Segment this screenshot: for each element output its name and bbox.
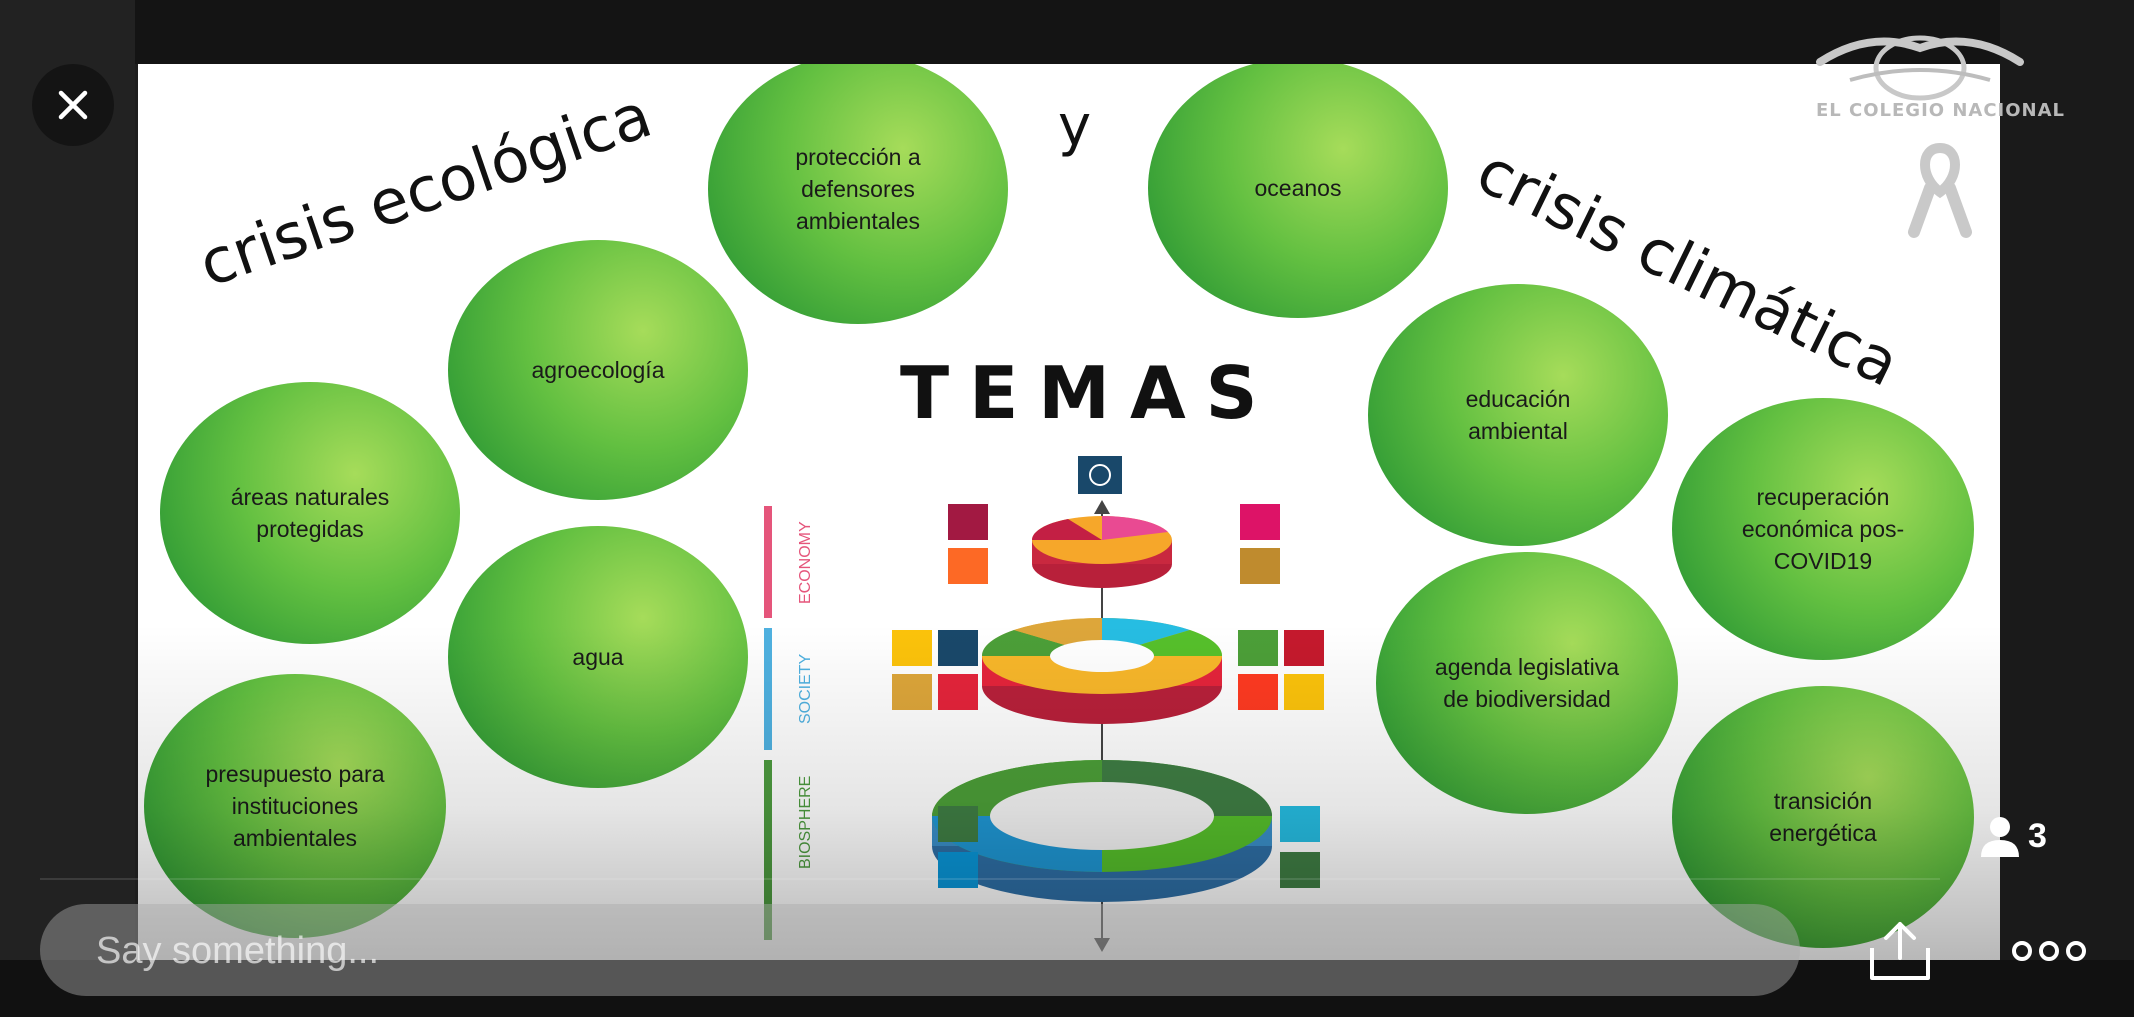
sdg-icon-16 [938, 630, 978, 666]
sdg-icon-7 [892, 630, 932, 666]
comment-input[interactable] [94, 926, 1738, 976]
sdg-icon-5 [1238, 674, 1278, 710]
layer-label-economy: ECONOMY [797, 521, 814, 604]
society-layer [981, 617, 1223, 724]
biosphere-bar [764, 760, 772, 940]
topic-label: transición energética [1769, 788, 1877, 846]
awareness-ribbon-icon [1908, 142, 1972, 238]
sdg-icon-12 [1240, 548, 1280, 584]
connector-word: y [1058, 94, 1092, 159]
sdg-icon-6 [1280, 806, 1320, 842]
topic-label: presupuesto para instituciones ambiental… [205, 761, 385, 851]
sdg-icon-15 [938, 806, 978, 842]
topic-bubble-transicion: transición energética [1672, 686, 1974, 948]
topic-bubble-agenda: agenda legislativa de biodiversidad [1376, 552, 1678, 814]
biosphere-layer [932, 760, 1272, 902]
topic-bubble-oceanos: oceanos [1148, 64, 1448, 318]
axis-arrow-up-icon [1094, 500, 1110, 514]
topic-label: protección a defensores ambientales [795, 144, 921, 234]
topic-bubble-presupuesto: presupuesto para instituciones ambiental… [144, 674, 446, 938]
topic-bubble-agroecologia: agroecología [448, 240, 748, 500]
presentation-slide: crisis ecológica y crisis climática prot… [138, 64, 2000, 960]
viewer-count-number: 3 [2028, 816, 2047, 855]
sdg-icon-11 [1284, 674, 1324, 710]
sdg-icon-13 [1280, 852, 1320, 888]
top-edge [0, 0, 2134, 64]
close-icon [58, 90, 88, 120]
controls-divider [40, 878, 1940, 880]
topic-label: educación ambiental [1465, 386, 1571, 444]
economy-bar [764, 506, 772, 618]
sdg-icon-14 [938, 852, 978, 888]
close-button[interactable] [32, 64, 114, 146]
right-edge [2000, 0, 2134, 1017]
topic-label: agua [572, 644, 624, 670]
topic-bubble-areas-naturales: áreas naturales protegidas [160, 382, 460, 644]
left-edge [0, 0, 135, 1017]
center-title: TEMAS [900, 351, 1278, 435]
logo-text: EL COLEGIO NACIONAL [1816, 100, 2066, 121]
viewer-count: 3 [1978, 808, 2047, 864]
person-icon [1981, 817, 2019, 857]
topic-label: agenda legislativa de biodiversidad [1434, 654, 1620, 712]
sdg-wedding-cake-diagram: ECONOMY SOCIETY BIOSPHERE [764, 456, 1324, 952]
colegio-nacional-logo [1816, 35, 2024, 101]
economy-layer [1032, 516, 1172, 588]
topic-label: recuperación económica pos- COVID19 [1741, 484, 1905, 574]
sdg-wheel-icon [1089, 464, 1111, 486]
layer-label-biosphere: BIOSPHERE [797, 776, 814, 869]
sdg-icon-3 [1238, 630, 1278, 666]
sdg-icon-9 [948, 548, 988, 584]
layer-label-society: SOCIETY [797, 653, 814, 724]
sdg-icon-4 [1284, 630, 1324, 666]
topic-bubble-recuperacion: recuperación económica pos- COVID19 [1672, 398, 1974, 660]
comment-bar[interactable] [40, 904, 1800, 996]
sdg-icon-17 [1078, 456, 1122, 494]
sdg-icon-1 [938, 674, 978, 710]
topic-bubble-agua: agua [448, 526, 748, 788]
topic-label: agroecología [531, 357, 665, 383]
society-bar [764, 628, 772, 750]
more-options-button[interactable] [2004, 934, 2094, 968]
sdg-icon-10 [1240, 504, 1280, 540]
topic-bubble-educacion: educación ambiental [1368, 284, 1668, 546]
topic-bubble-defensores: protección a defensores ambientales [708, 64, 1008, 324]
sdg-icon-2 [892, 674, 932, 710]
topic-label: oceanos [1254, 175, 1342, 201]
sdg-icon-8 [948, 504, 988, 540]
topic-label: áreas naturales protegidas [230, 484, 390, 542]
share-button[interactable] [1862, 918, 1938, 984]
